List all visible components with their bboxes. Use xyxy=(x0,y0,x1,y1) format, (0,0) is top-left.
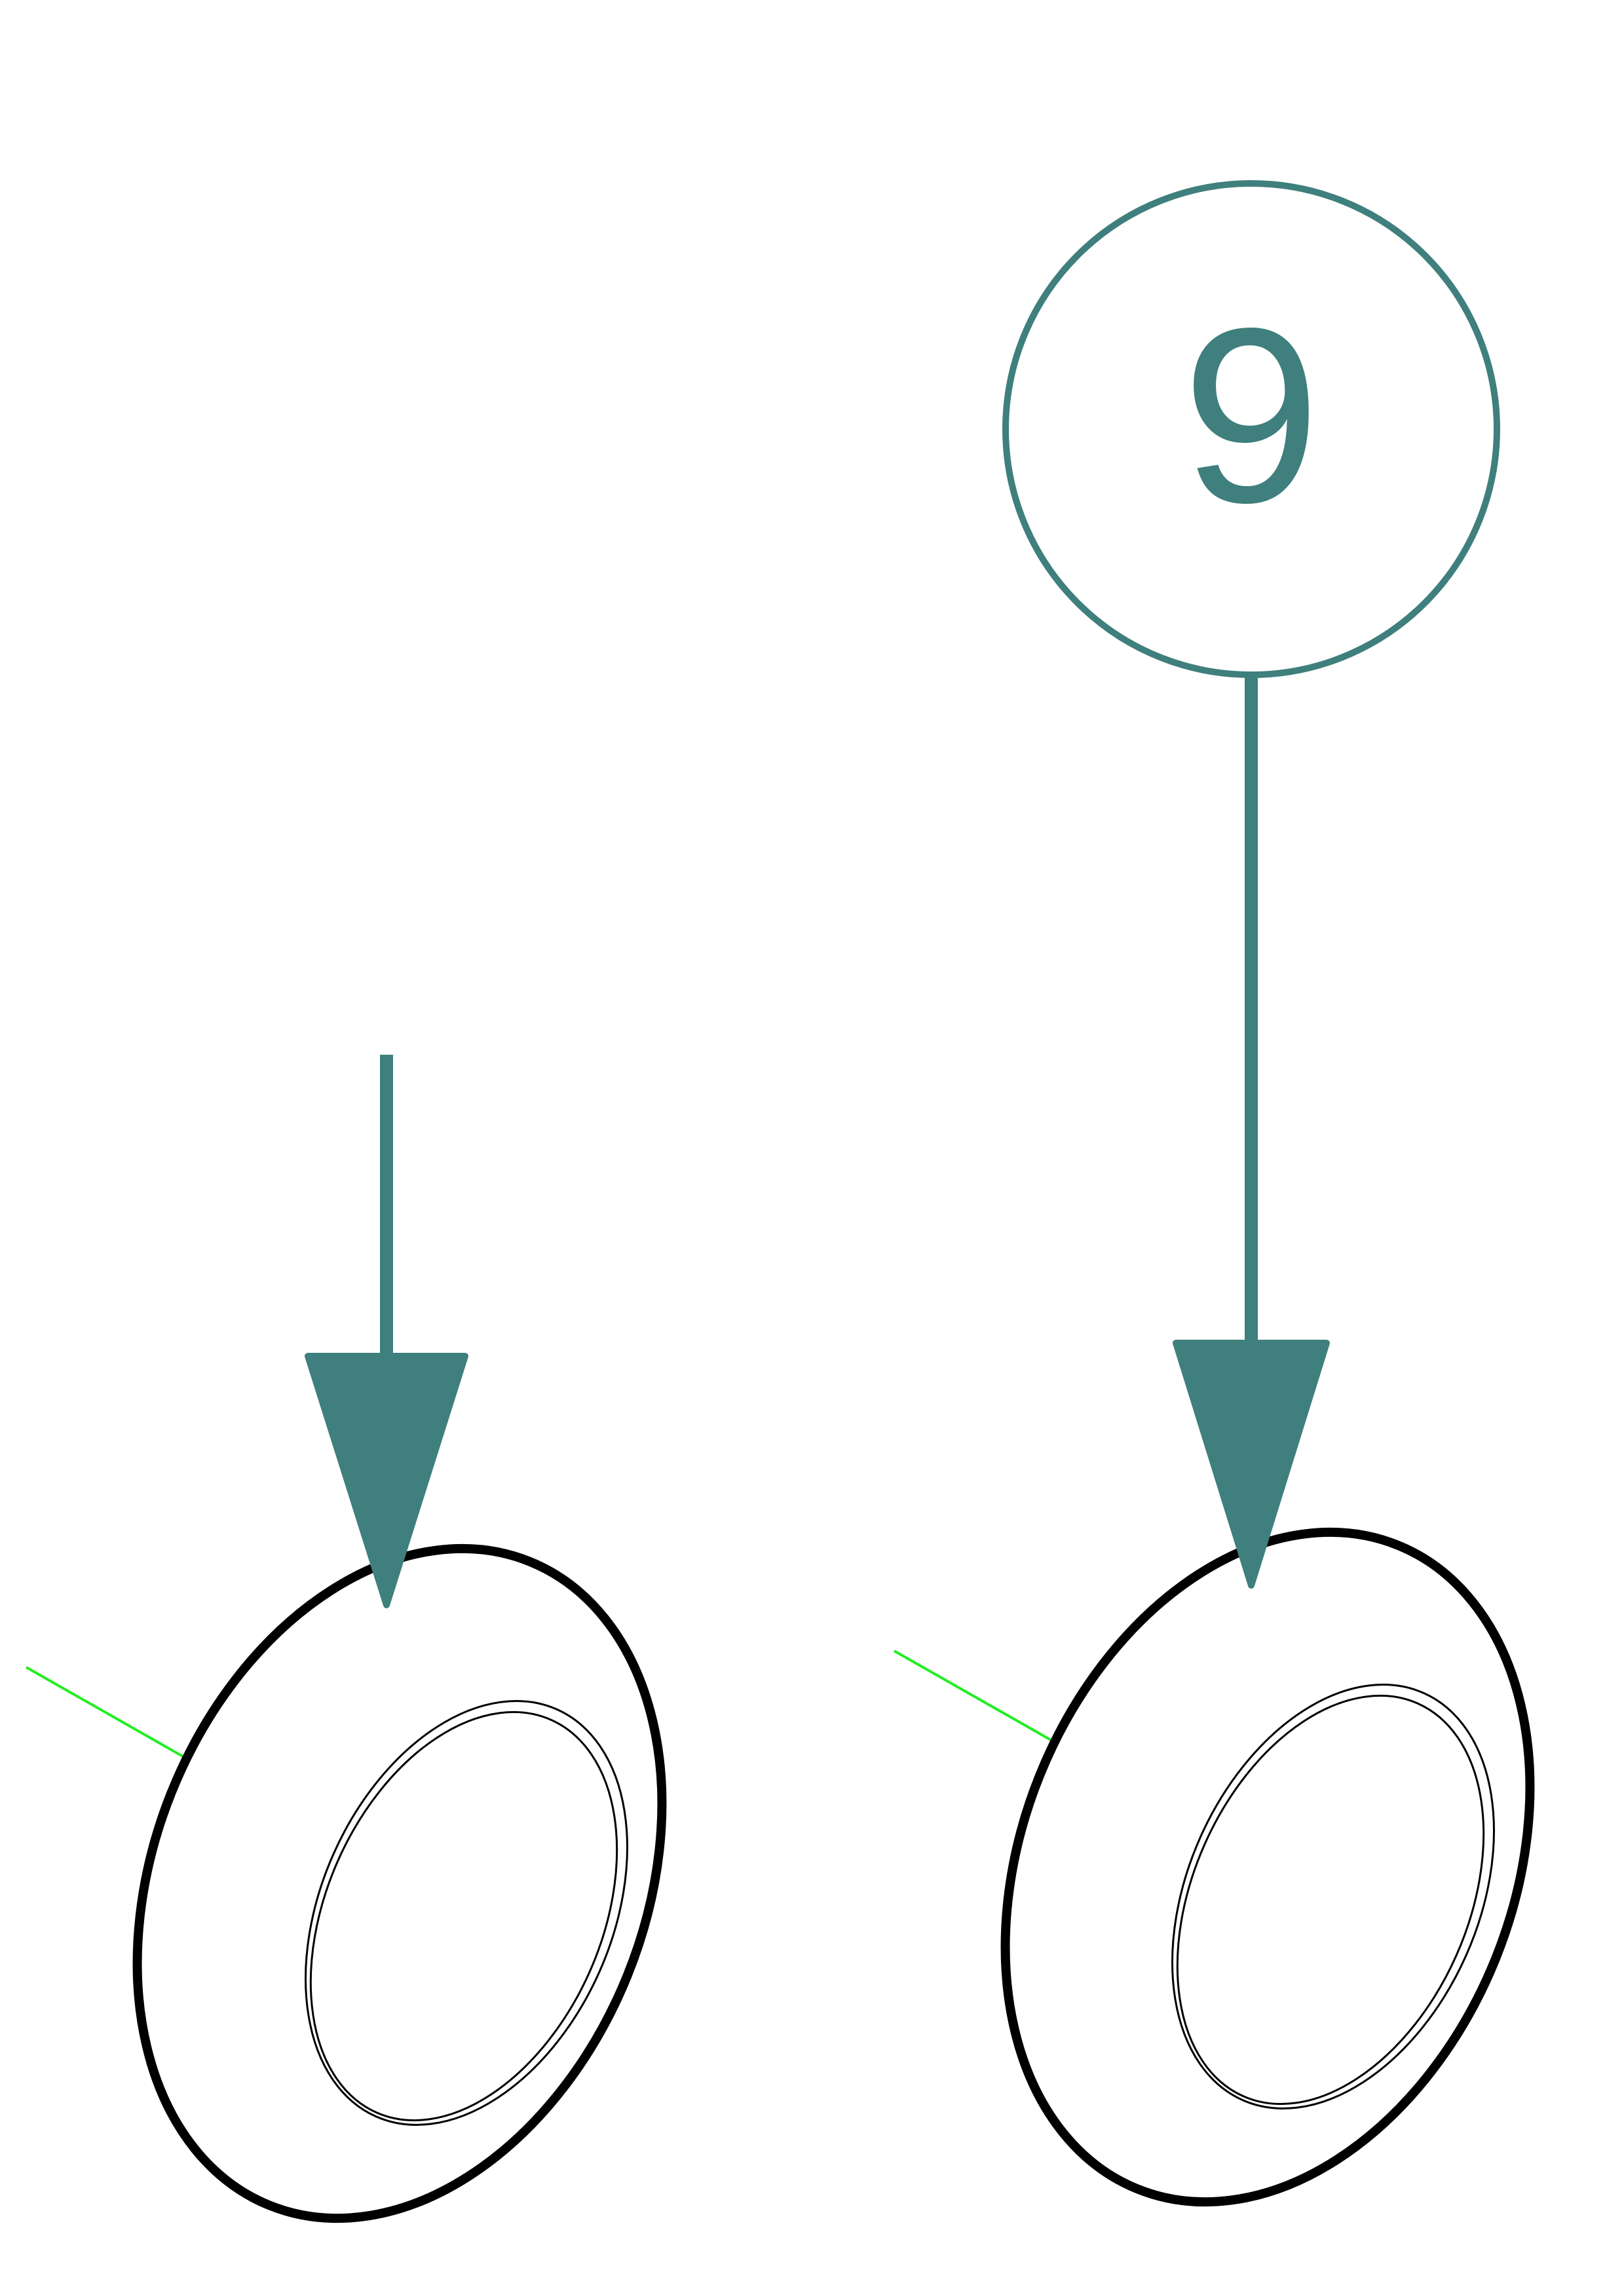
part-right xyxy=(1000,1527,1535,2207)
part-left-inner-ring-inner xyxy=(309,1711,618,2122)
callout-9: 9 xyxy=(1002,180,1500,1589)
part-left-outer-rim xyxy=(132,1543,667,2223)
part-right-inner-ring-outer xyxy=(1171,1684,1495,2109)
part-left-inner-ring-outer xyxy=(305,1700,628,2126)
part-left xyxy=(132,1543,667,2223)
part-right-inner-ring-inner xyxy=(1176,1694,1485,2106)
arrow-left xyxy=(305,1055,468,1608)
callout-number: 9 xyxy=(1182,276,1320,554)
part-right-outer-rim xyxy=(1000,1527,1535,2207)
arrow-right-head xyxy=(1173,1340,1330,1589)
arrow-left-head xyxy=(305,1353,468,1608)
